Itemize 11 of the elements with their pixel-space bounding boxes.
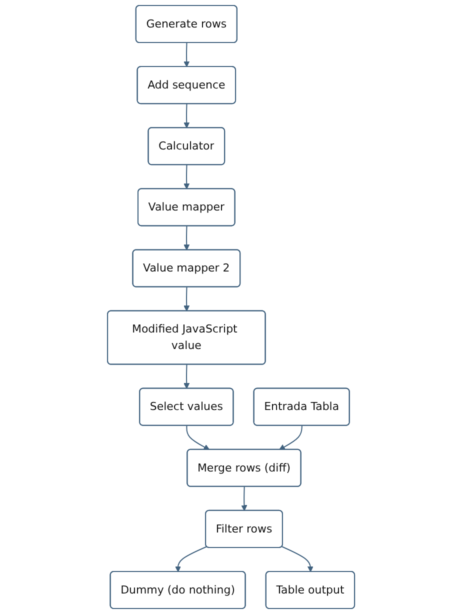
arrow [184, 287, 190, 312]
arrow [184, 164, 190, 190]
arrow [278, 426, 302, 450]
arrow [184, 104, 190, 128]
arrow [186, 426, 210, 450]
arrow [184, 42, 190, 68]
arrow [241, 486, 248, 512]
arrow [174, 546, 207, 572]
arrow [282, 546, 314, 572]
arrow [184, 364, 190, 389]
arrow [184, 226, 190, 250]
